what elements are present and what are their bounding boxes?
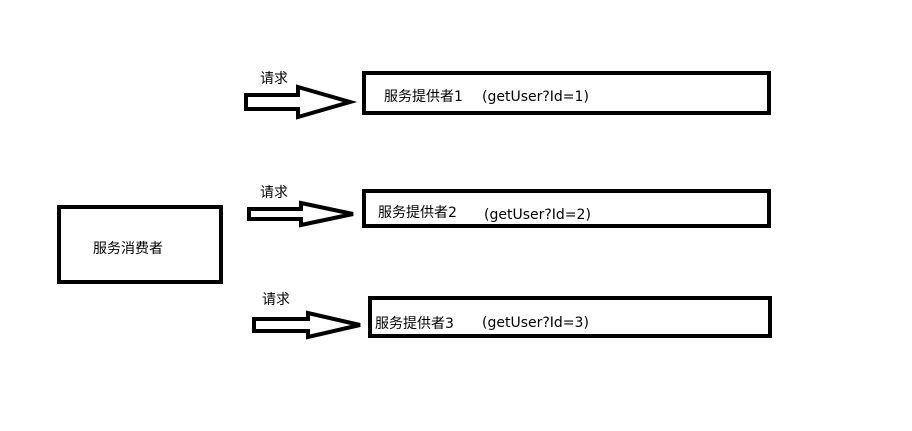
provider-box-3: 服务提供者3 (getUser?Id=3) [368, 296, 772, 338]
request-arrow-1 [244, 84, 358, 120]
provider-call-1: (getUser?Id=1) [482, 89, 589, 105]
provider-box-2: 服务提供者2 (getUser?Id=2) [362, 189, 771, 228]
provider-box-1: 服务提供者1 (getUser?Id=1) [362, 71, 771, 115]
request-arrow-2 [247, 200, 354, 228]
request-arrow-3 [252, 310, 361, 340]
provider-name-1: 服务提供者1 [384, 89, 463, 105]
request-label-1: 请求 [260, 71, 288, 87]
consumer-box: 服务消费者 [57, 205, 223, 284]
provider-call-2: (getUser?Id=2) [484, 207, 591, 223]
consumer-label: 服务消费者 [93, 241, 163, 257]
provider-call-3: (getUser?Id=3) [482, 315, 589, 331]
provider-name-2: 服务提供者2 [378, 205, 457, 221]
request-label-3: 请求 [262, 292, 290, 308]
request-label-2: 请求 [260, 185, 288, 201]
provider-name-3: 服务提供者3 [375, 316, 454, 332]
